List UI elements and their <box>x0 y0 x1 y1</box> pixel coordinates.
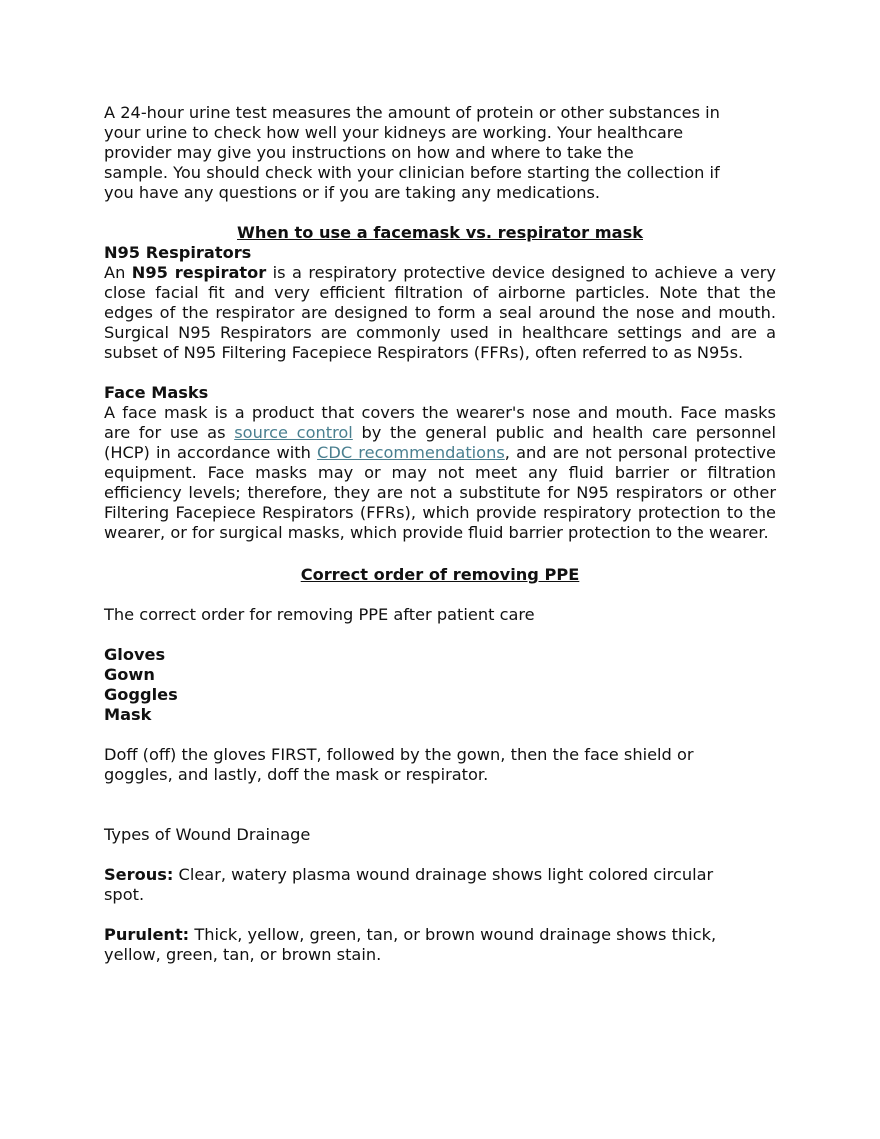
drainage-heading: Types of Wound Drainage <box>104 825 311 844</box>
cdc-recommendations-link[interactable]: CDC recommendations <box>317 443 505 462</box>
face-masks-paragraph: A face mask is a product that covers the… <box>104 403 776 543</box>
intro-line: you have any questions or if you are tak… <box>104 183 601 202</box>
purulent-text: Thick, yellow, green, tan, or brown woun… <box>189 925 717 944</box>
n95-title: N95 Respirators <box>104 243 252 262</box>
n95-text: is a respiratory protective device desig… <box>104 263 776 362</box>
n95-paragraph: An N95 respirator is a respiratory prote… <box>104 263 776 363</box>
ppe-item-goggles: Goggles <box>104 685 178 704</box>
face-masks-text: , and are not personal protective equipm… <box>104 443 776 542</box>
n95-text: An <box>104 263 132 282</box>
face-masks-text: by the general public and health care pe… <box>104 423 776 462</box>
purulent-label: Purulent: <box>104 925 190 944</box>
ppe-section-heading: Correct order of removing PPE <box>300 565 580 584</box>
intro-line: A 24-hour urine test measures the amount… <box>104 103 720 122</box>
ppe-intro: The correct order for removing PPE after… <box>104 605 535 624</box>
purulent-text: yellow, green, tan, or brown stain. <box>104 945 382 964</box>
serous-label: Serous: <box>104 865 174 884</box>
document-page: A 24-hour urine test measures the amount… <box>104 103 776 965</box>
face-masks-title: Face Masks <box>104 383 209 402</box>
ppe-item-gloves: Gloves <box>104 645 166 664</box>
intro-line: provider may give you instructions on ho… <box>104 143 634 162</box>
source-control-link[interactable]: source control <box>234 423 353 442</box>
mask-section-heading: When to use a facemask vs. respirator ma… <box>237 223 643 242</box>
ppe-order-list: Gloves Gown Goggles Mask <box>104 645 776 725</box>
serous-text: Clear, watery plasma wound drainage show… <box>173 865 714 884</box>
intro-paragraph: A 24-hour urine test measures the amount… <box>104 103 776 203</box>
serous-paragraph: Serous: Clear, watery plasma wound drain… <box>104 865 776 905</box>
n95-bold-term: N95 respirator <box>131 263 267 282</box>
face-masks-text: A face mask is a product that covers the… <box>104 403 776 442</box>
serous-text: spot. <box>104 885 145 904</box>
ppe-item-mask: Mask <box>104 705 152 724</box>
ppe-item-gown: Gown <box>104 665 155 684</box>
intro-line: your urine to check how well your kidney… <box>104 123 684 142</box>
ppe-note: Doff (off) the gloves FIRST, followed by… <box>104 745 776 785</box>
ppe-note-line: Doff (off) the gloves FIRST, followed by… <box>104 745 694 764</box>
ppe-note-line: goggles, and lastly, doff the mask or re… <box>104 765 489 784</box>
purulent-paragraph: Purulent: Thick, yellow, green, tan, or … <box>104 925 776 965</box>
intro-line: sample. You should check with your clini… <box>104 163 720 182</box>
